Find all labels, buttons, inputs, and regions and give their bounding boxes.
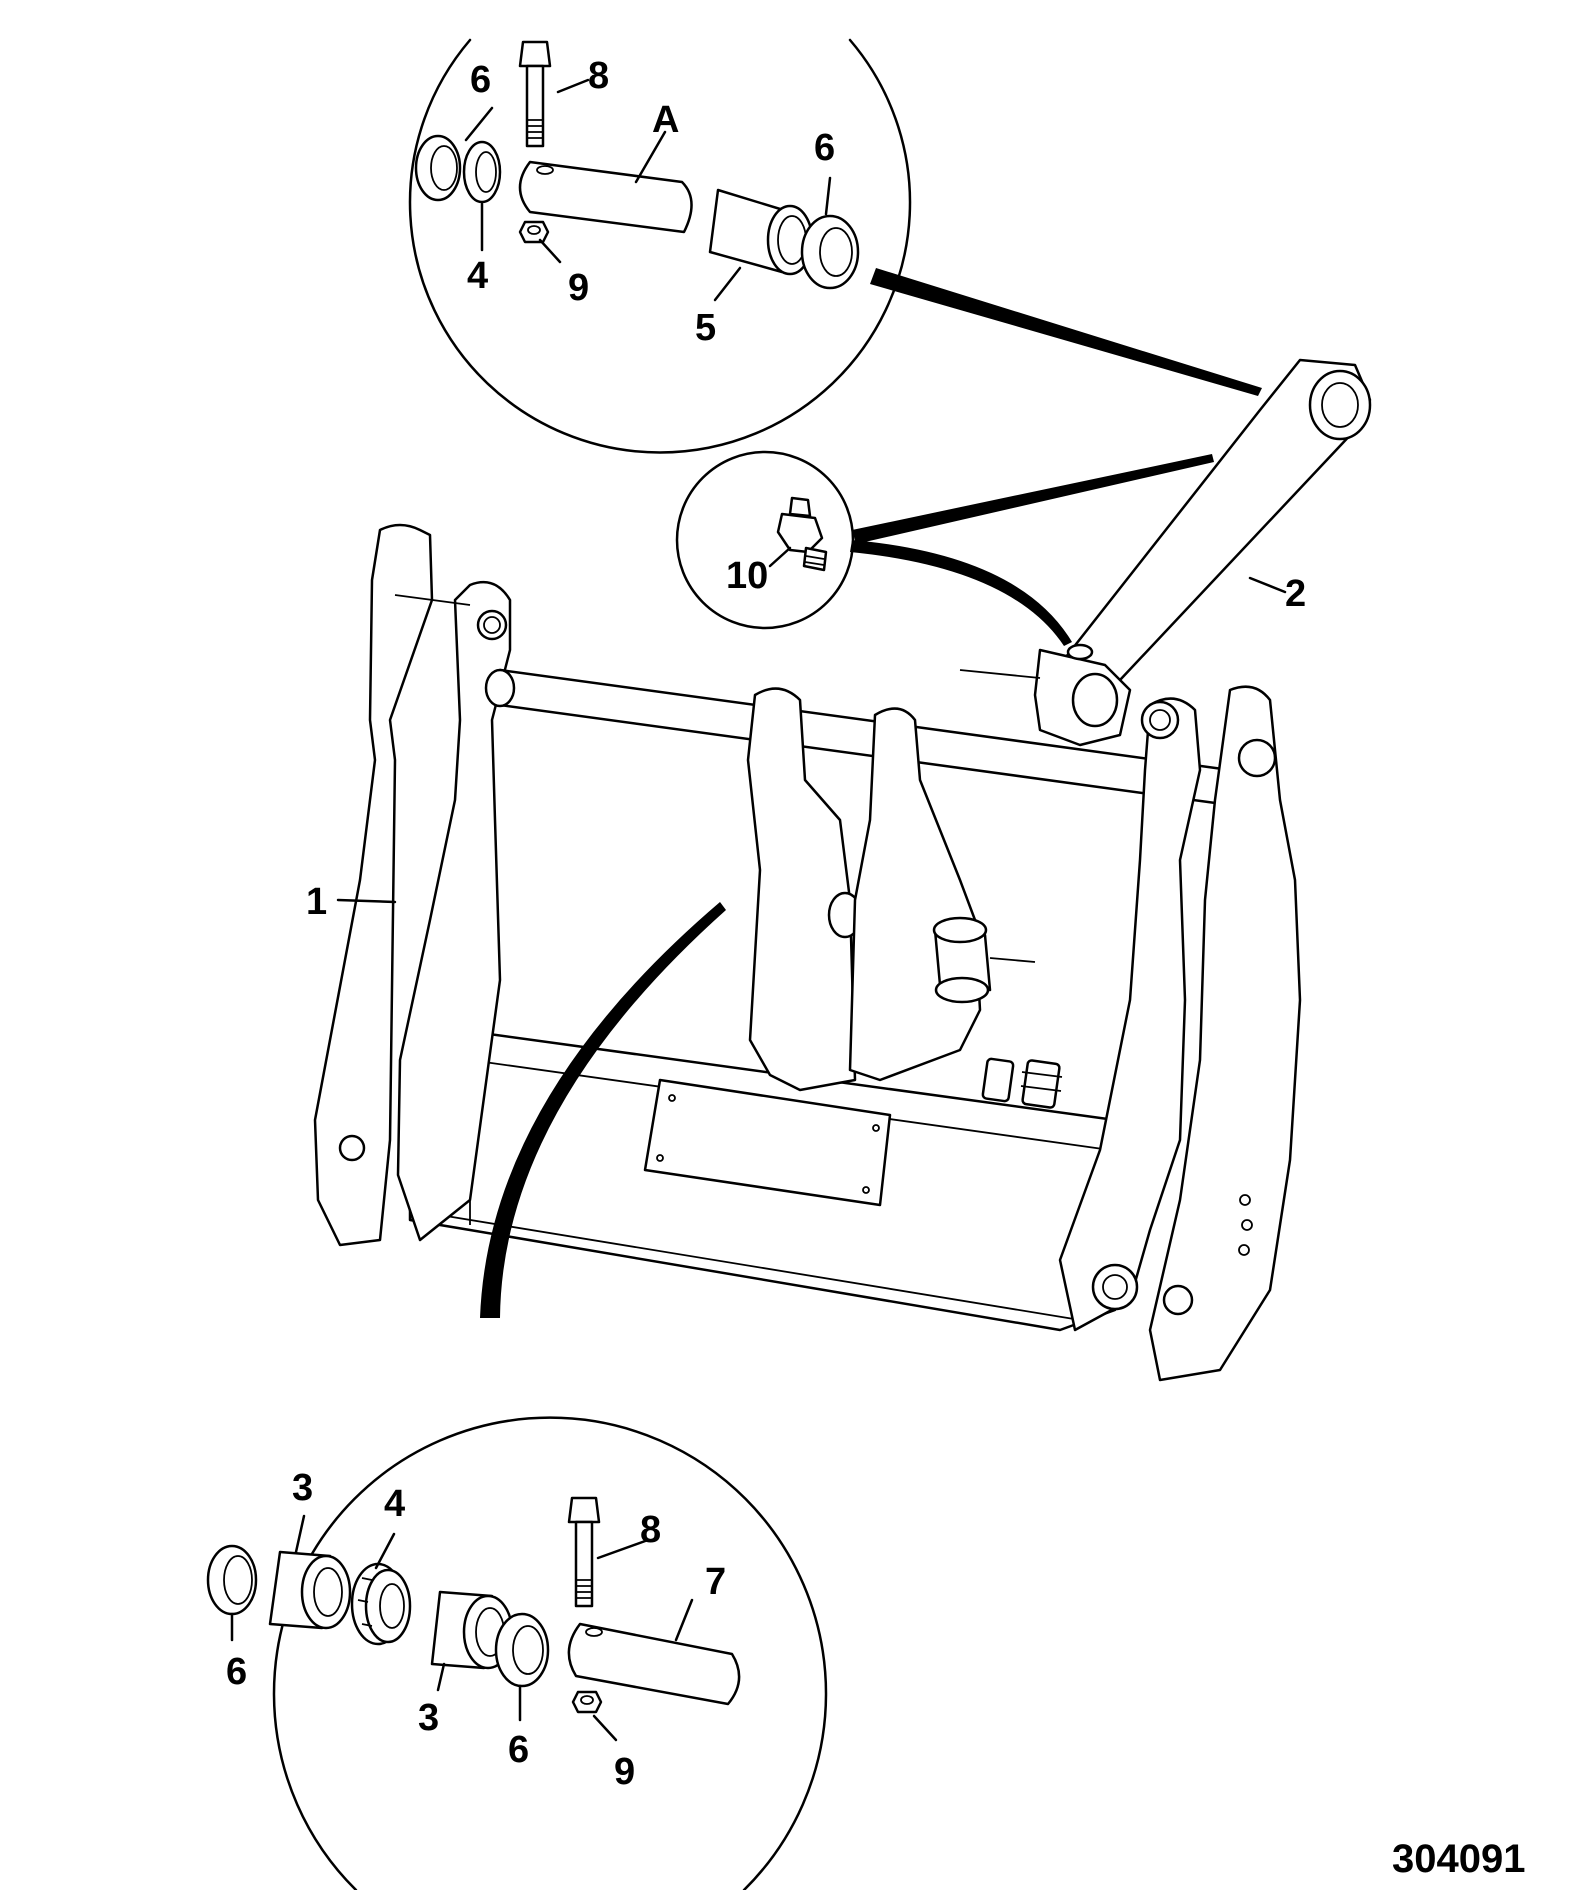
callout-4-top: 4 [467,255,488,297]
callout-9-bottom: 9 [614,1751,635,1793]
callout-6-bottom-right: 6 [508,1729,529,1771]
top-nut [518,220,550,244]
bottom-seal-left [206,1544,258,1616]
grease-nipple [776,496,828,572]
top-seal-left [414,134,462,202]
callout-2: 2 [1285,573,1306,615]
callout-6-bottom-left: 6 [226,1651,247,1693]
top-pin [518,160,693,234]
callout-4-bottom: 4 [384,1483,405,1525]
callout-9-top: 9 [568,267,589,309]
top-bolt [518,40,552,148]
callout-3-bottom-top: 3 [292,1467,313,1509]
callout-6-top-left: 6 [470,59,491,101]
hydraulic-connectors [981,1057,1063,1109]
callout-1: 1 [306,881,327,923]
top-ring [462,140,502,204]
bottom-bolt [567,1496,601,1608]
centre-plate-left [746,687,863,1092]
top-bush [708,188,814,276]
callout-10: 10 [726,555,768,597]
callout-6-top-right: 6 [814,127,835,169]
top-seal-right [800,214,860,290]
bottom-seal-right [494,1612,550,1688]
right-outer-plate [1058,697,1202,1332]
top-detail-view: 6 8 A 6 4 9 5 [408,38,1262,454]
callout-a: A [652,99,679,141]
left-inner-plate [396,580,512,1242]
bottom-bush-left [268,1550,352,1630]
drawing-number: 304091 [1392,1837,1525,1881]
grease-nipple-view: 10 [675,450,1214,646]
right-far-plate [1148,685,1302,1382]
callout-3-bottom-bottom: 3 [418,1697,439,1739]
left-outer-plate [313,523,434,1247]
callout-5: 5 [695,307,716,349]
centre-bush [932,916,1036,1004]
bottom-detail-view: 3 4 8 7 6 3 6 9 [206,902,828,1890]
link-arm [959,358,1372,747]
bottom-nut [571,1690,603,1714]
callout-8-top: 8 [588,55,609,97]
nameplate [643,1078,892,1207]
bottom-bearing [350,1562,412,1646]
bottom-pin [567,1622,741,1706]
callout-7: 7 [705,1561,726,1603]
main-assembly [313,358,1372,1382]
callout-8-bottom: 8 [640,1509,661,1551]
